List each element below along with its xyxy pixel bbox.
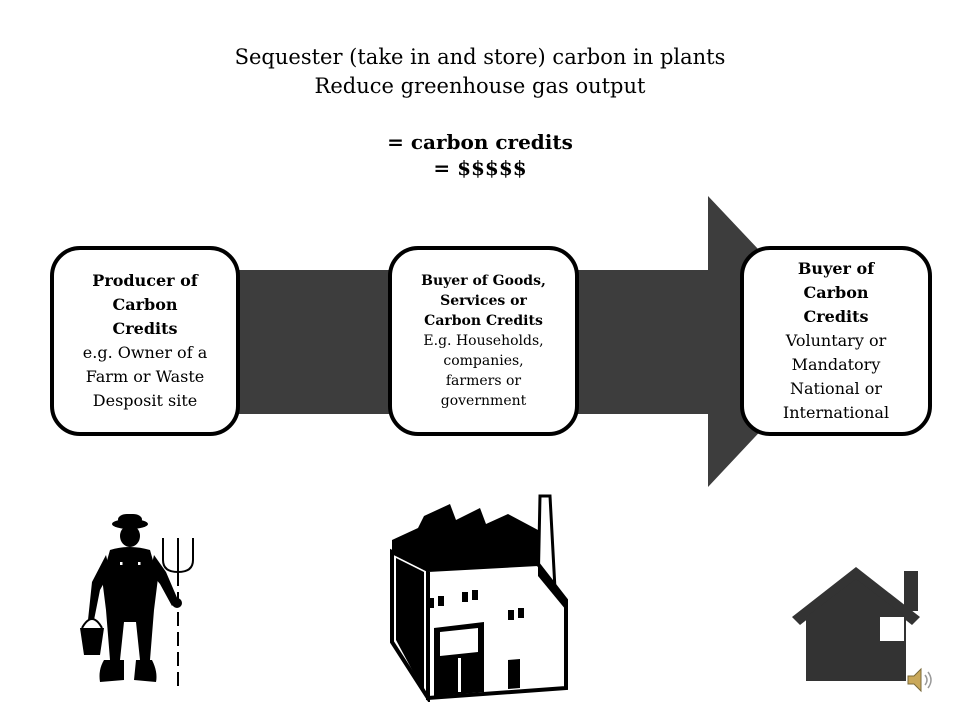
- buyer-goods-detail-3: farmers or: [445, 373, 522, 389]
- title-line-4: = $$$$$: [433, 156, 527, 180]
- factory-icon: [390, 494, 568, 702]
- title-line-1: Sequester (take in and store) carbon in …: [234, 45, 726, 69]
- farmer-icon: [80, 514, 194, 688]
- producer-detail-1: e.g. Owner of a: [82, 343, 208, 362]
- buyer-credits-box: Buyer of Carbon Credits Voluntary or Man…: [740, 246, 932, 436]
- buyer-credits-heading-2: Carbon: [803, 283, 869, 302]
- producer-box: Producer of Carbon Credits e.g. Owner of…: [50, 246, 240, 436]
- buyer-credits-detail-2: Mandatory: [791, 355, 881, 374]
- title-line-2: Reduce greenhouse gas output: [314, 74, 646, 98]
- speaker-icon[interactable]: [904, 665, 938, 695]
- buyer-credits-heading-3: Credits: [803, 307, 869, 326]
- producer-heading-2: Carbon: [112, 295, 178, 314]
- producer-heading-3: Credits: [112, 319, 178, 338]
- buyer-goods-heading-2: Services or: [440, 293, 527, 309]
- house-icon: [792, 567, 920, 681]
- buyer-goods-box: Buyer of Goods, Services or Carbon Credi…: [388, 246, 579, 436]
- producer-heading-1: Producer of: [92, 271, 198, 290]
- buyer-goods-heading-1: Buyer of Goods,: [421, 273, 546, 289]
- buyer-credits-detail-3: National or: [789, 379, 883, 398]
- title-line-3: = carbon credits: [387, 130, 573, 154]
- buyer-credits-heading-1: Buyer of: [797, 259, 875, 278]
- producer-detail-2: Farm or Waste: [85, 367, 205, 386]
- buyer-credits-detail-4: International: [782, 403, 890, 422]
- buyer-goods-detail-4: government: [440, 393, 527, 409]
- buyer-credits-detail-1: Voluntary or: [785, 331, 887, 350]
- buyer-goods-heading-3: Carbon Credits: [424, 313, 543, 329]
- buyer-goods-detail-1: E.g. Households,: [423, 333, 544, 349]
- producer-detail-3: Desposit site: [92, 391, 198, 410]
- buyer-goods-detail-2: companies,: [443, 353, 524, 369]
